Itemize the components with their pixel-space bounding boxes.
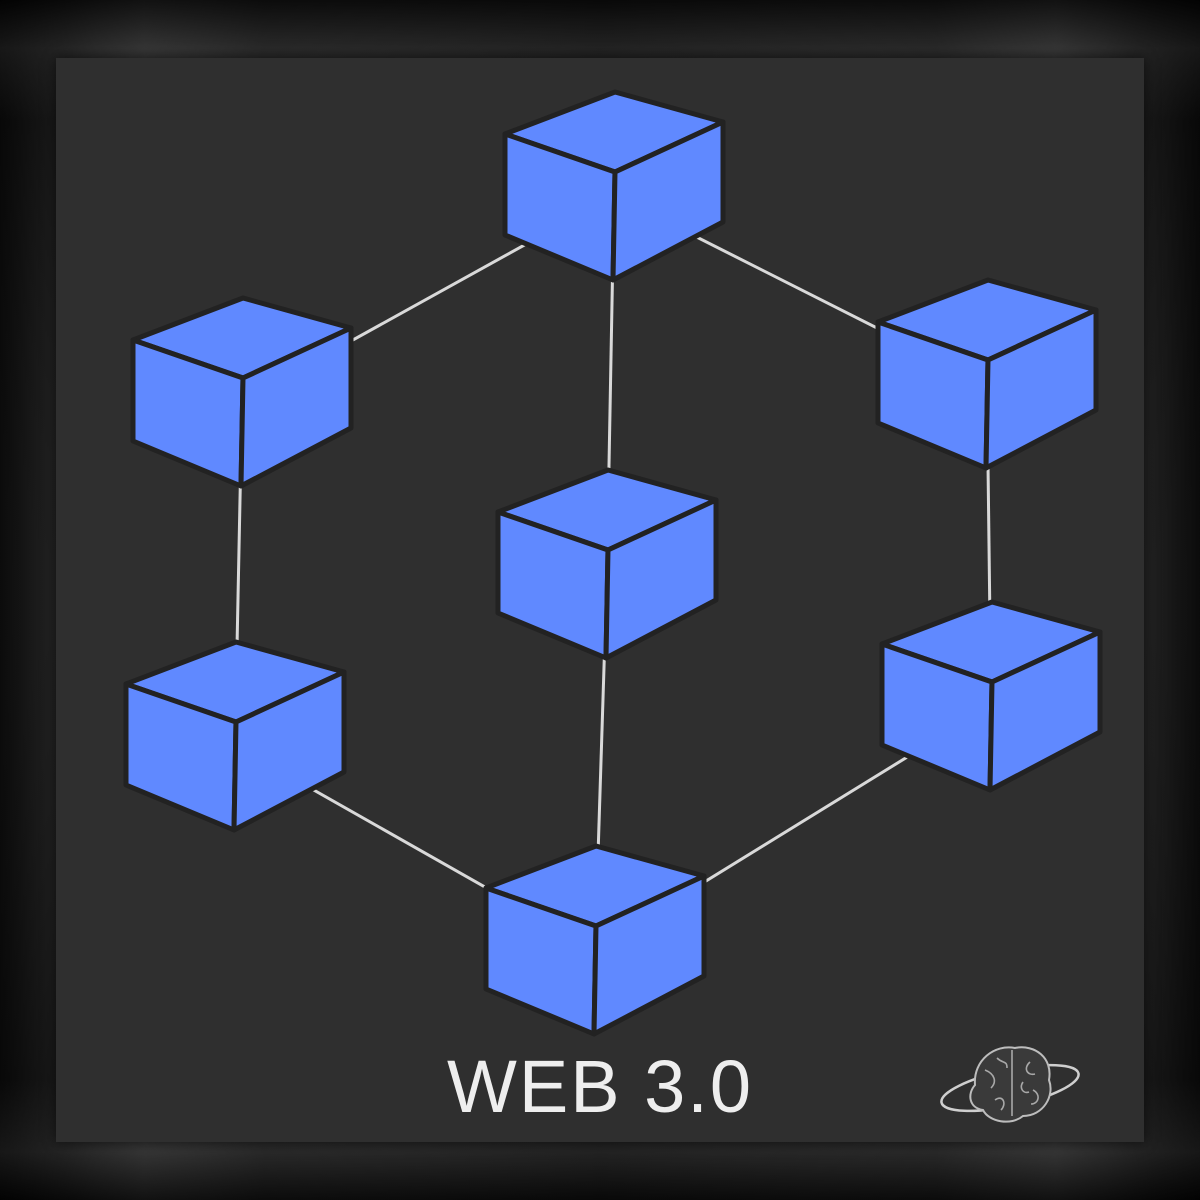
cube-node-bottom <box>483 843 707 1037</box>
cube-node-center <box>495 467 719 661</box>
network-nodes <box>123 89 1103 1037</box>
cube-node-top <box>502 89 726 283</box>
cube-node-upper-right <box>875 277 1099 471</box>
cube-node-upper-left <box>130 295 354 489</box>
brain-planet-icon <box>940 1046 1080 1123</box>
cube-node-lower-left <box>123 639 347 833</box>
diagram-caption: WEB 3.0 <box>447 1045 753 1128</box>
cube-node-lower-right <box>879 599 1103 793</box>
